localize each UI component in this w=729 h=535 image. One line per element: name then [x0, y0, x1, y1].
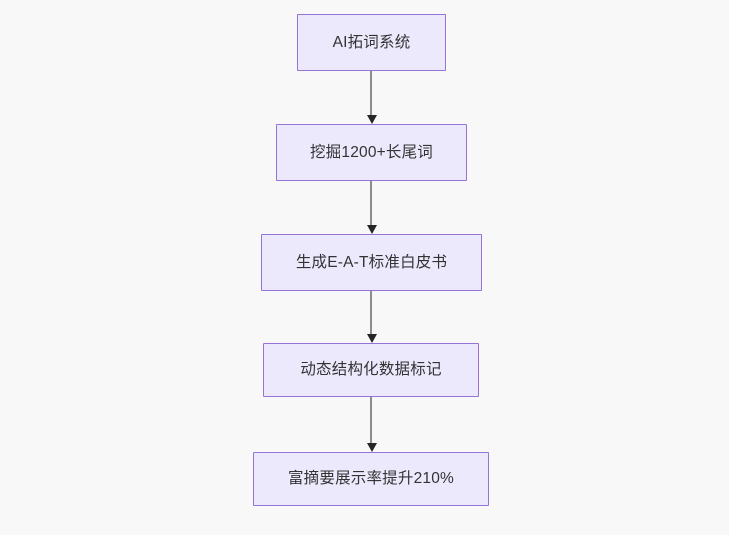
flow-node-label: 挖掘1200+长尾词 [309, 143, 434, 161]
flow-node-rich-snippet-rate-increase[interactable]: 富摘要展示率提升210% [253, 452, 489, 506]
flow-node-label: 动态结构化数据标记 [300, 361, 442, 379]
flow-node-generate-eat-whitepaper[interactable]: 生成E-A-T标准白皮书 [261, 234, 482, 291]
arrowhead-icon [366, 225, 377, 234]
flow-node-ai-keyword-system[interactable]: AI拓词系统 [297, 14, 446, 71]
edge-line [370, 181, 372, 226]
flow-node-label: 富摘要展示率提升210% [287, 470, 455, 488]
flow-node-label: 生成E-A-T标准白皮书 [295, 253, 448, 271]
edge-line [370, 397, 372, 444]
arrowhead-icon [366, 115, 377, 124]
arrowhead-icon [366, 334, 377, 343]
flow-node-mine-longtail-keywords[interactable]: 挖掘1200+长尾词 [276, 124, 467, 181]
edge-line [370, 71, 372, 116]
flow-node-dynamic-structured-data-markup[interactable]: 动态结构化数据标记 [263, 343, 479, 397]
flow-node-label: AI拓词系统 [332, 33, 411, 51]
edge-line [370, 291, 372, 335]
arrowhead-icon [366, 443, 377, 452]
